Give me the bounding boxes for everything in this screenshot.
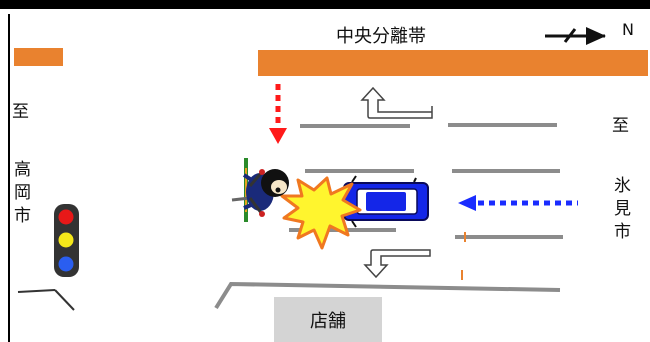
median-strip <box>258 50 648 76</box>
right-direction-to-label: 至 <box>612 116 629 136</box>
left-city-label: 高岡市 <box>10 160 30 229</box>
right-turn-arrow-icon <box>363 249 431 279</box>
left-median-strip <box>14 48 63 66</box>
north-arrow-icon <box>545 27 606 45</box>
left-direction-to-label: 至 <box>12 102 29 122</box>
lane-lines <box>289 123 563 239</box>
cyclist-icon <box>231 158 289 222</box>
shop-box: 店舗 <box>274 297 382 342</box>
red-direction-arrow <box>269 84 287 144</box>
left-curb <box>17 289 75 311</box>
right-city-label: 氷見市 <box>610 176 630 245</box>
top-border <box>0 0 650 9</box>
left-turn-arrow-icon <box>360 86 433 119</box>
road-edge <box>214 281 561 310</box>
traffic-signal-icon <box>54 204 79 277</box>
collision-burst-icon <box>280 176 362 250</box>
car-icon <box>343 175 429 228</box>
north-label: N <box>622 20 634 39</box>
shop-label: 店舗 <box>310 310 346 332</box>
blue-direction-arrow <box>458 195 578 211</box>
median-label: 中央分離帯 <box>336 26 426 47</box>
